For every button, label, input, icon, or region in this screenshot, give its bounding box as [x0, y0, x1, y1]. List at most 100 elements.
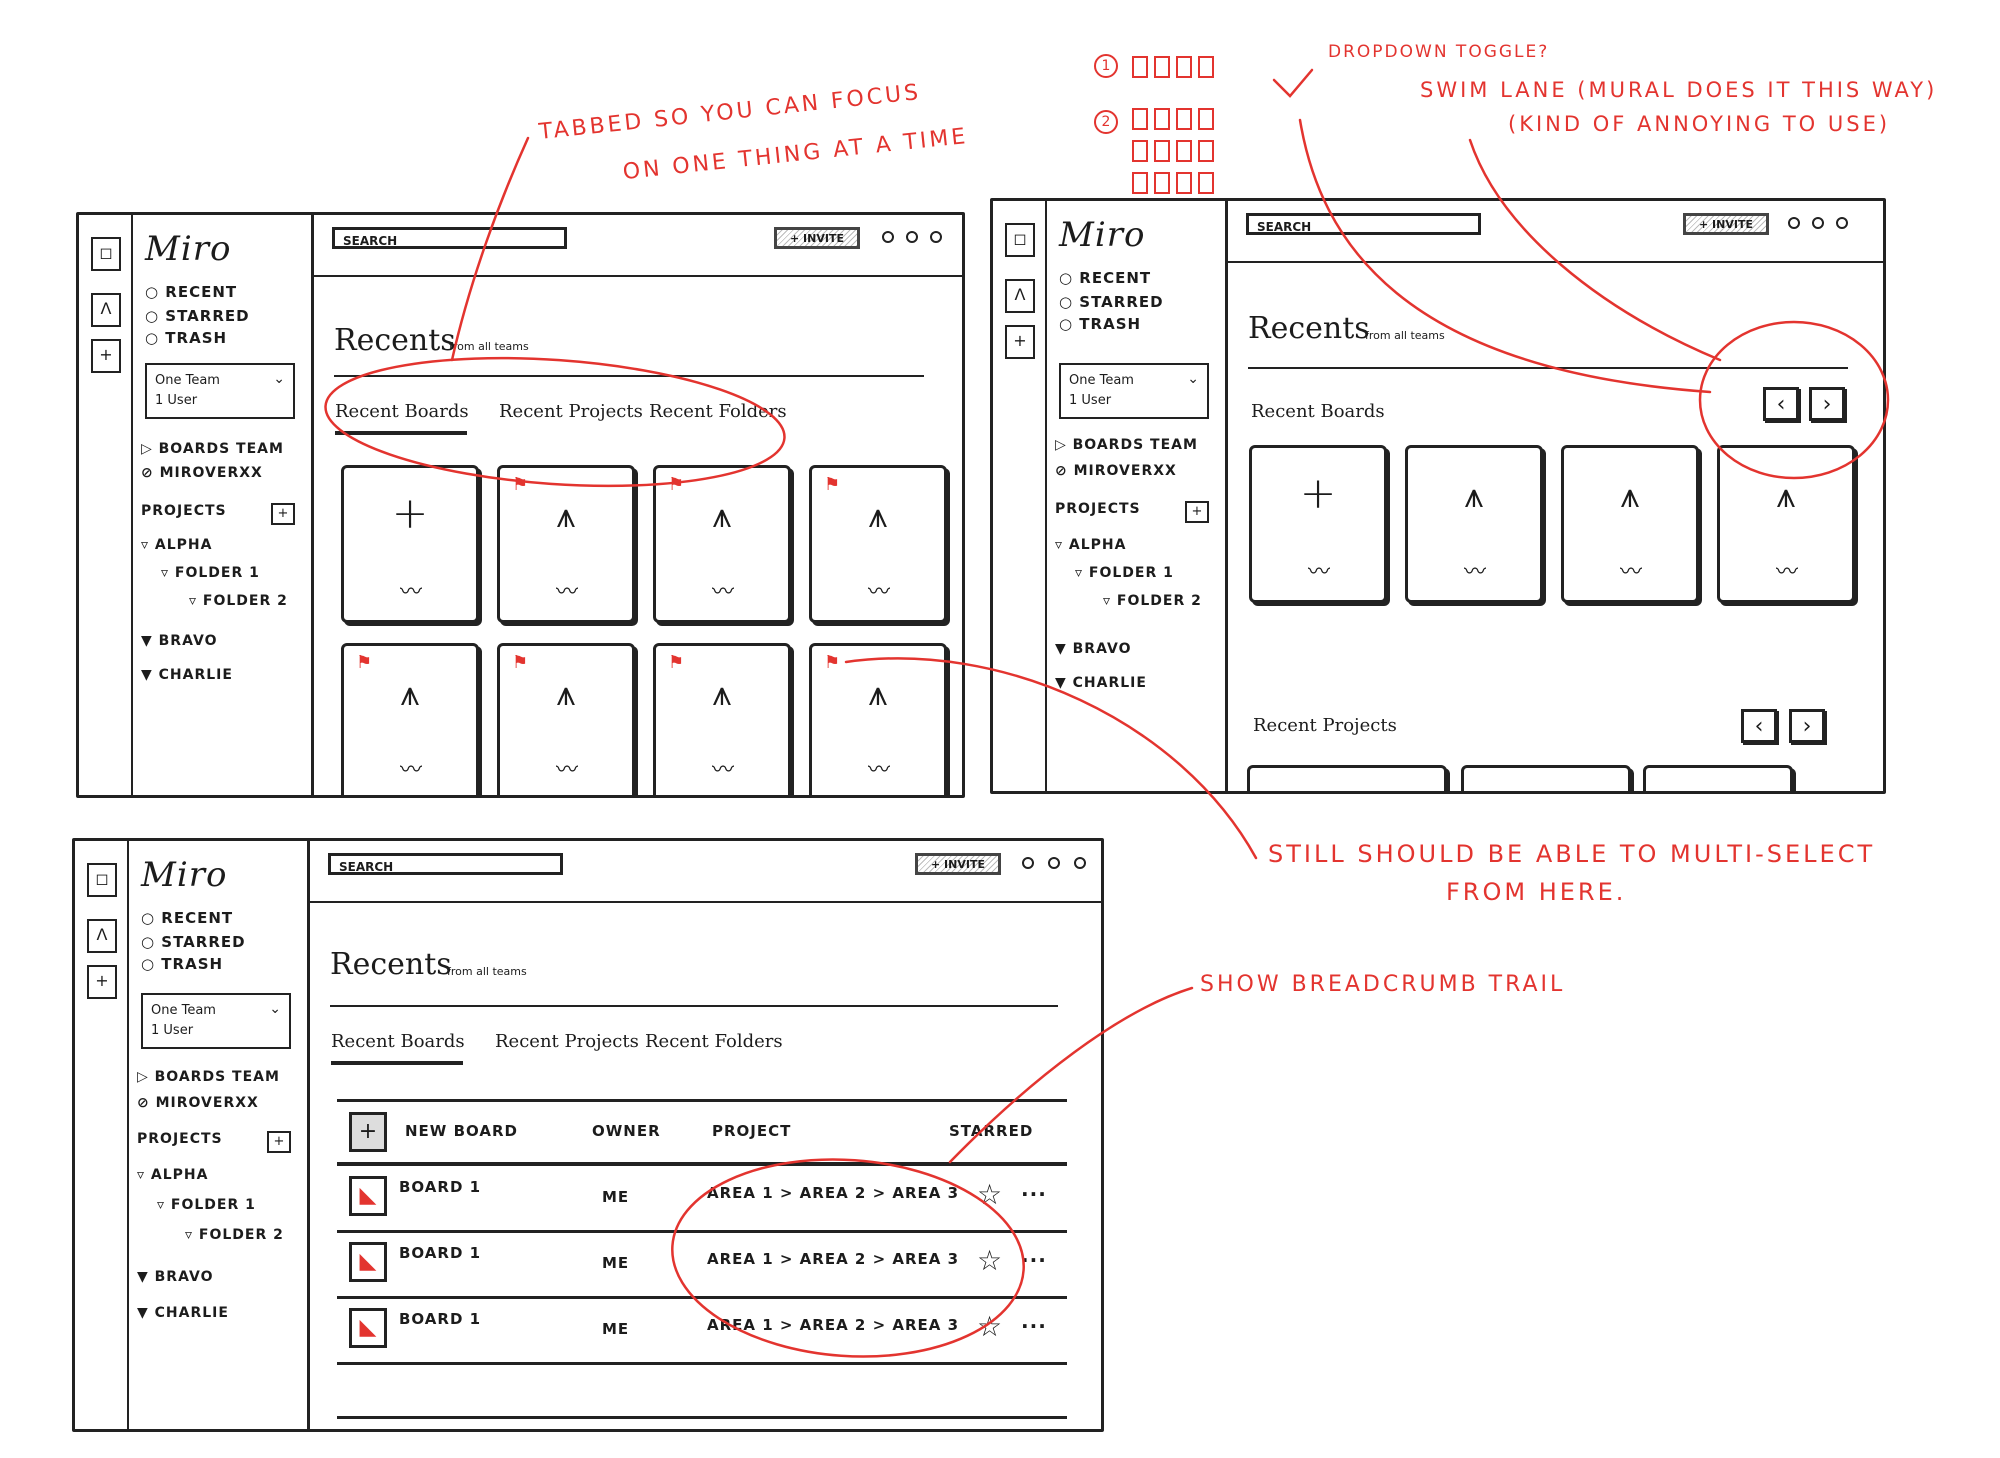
column-owner[interactable]: OWNER — [592, 1122, 661, 1140]
board-card[interactable]: ⚑⩚〰 — [653, 643, 791, 795]
add-icon[interactable]: + — [1005, 325, 1035, 359]
tree-folder-1[interactable]: ▿ FOLDER 1 — [1075, 565, 1174, 581]
tree-charlie[interactable]: ▼ CHARLIE — [137, 1305, 229, 1321]
boards-team-item[interactable]: ▷ BOARDS TEAM — [137, 1069, 280, 1085]
search-input[interactable]: SEARCH — [1246, 213, 1481, 235]
team-selector[interactable]: One Team 1 User ⌄ — [145, 363, 295, 419]
flag-icon[interactable]: ⚑ — [668, 474, 685, 495]
up-icon[interactable]: Λ — [91, 293, 121, 327]
invite-button[interactable]: + INVITE — [774, 227, 860, 249]
tree-alpha[interactable]: ▿ ALPHA — [141, 537, 213, 553]
up-icon[interactable]: Λ — [87, 919, 117, 953]
more-icon[interactable]: ··· — [1021, 1182, 1047, 1206]
project-card[interactable] — [1643, 765, 1793, 791]
nav-starred[interactable]: ○ STARRED — [1059, 293, 1164, 311]
table-row[interactable]: ◣ BOARD 1 ME AREA 1 > AREA 2 > AREA 3 ☆ … — [337, 1230, 1067, 1299]
board-card[interactable]: ⩚〰 — [1405, 445, 1543, 603]
boards-team-item[interactable]: ▷ BOARDS TEAM — [1055, 437, 1198, 453]
nav-trash[interactable]: ○ TRASH — [1059, 315, 1142, 333]
search-input[interactable]: SEARCH — [332, 227, 567, 249]
board-card[interactable]: ⚑⩚〰 — [341, 643, 479, 795]
avatar[interactable] — [1836, 217, 1848, 229]
nav-recent[interactable]: ○ RECENT — [145, 283, 238, 301]
avatar[interactable] — [1788, 217, 1800, 229]
invite-button[interactable]: + INVITE — [1683, 213, 1769, 235]
avatar[interactable] — [906, 231, 918, 243]
breadcrumb[interactable]: AREA 1 > AREA 2 > AREA 3 — [707, 1184, 960, 1202]
add-project-icon[interactable]: + — [267, 1131, 291, 1153]
prev-arrow-button[interactable]: ‹ — [1741, 709, 1777, 743]
miroverxx-item[interactable]: ⊘ MIROVERXX — [141, 465, 263, 481]
flag-icon[interactable]: ⚑ — [824, 474, 841, 495]
nav-starred[interactable]: ○ STARRED — [145, 307, 250, 325]
avatar[interactable] — [1074, 857, 1086, 869]
new-board-card[interactable]: +〰 — [1249, 445, 1387, 603]
tree-charlie[interactable]: ▼ CHARLIE — [1055, 675, 1147, 691]
nav-starred[interactable]: ○ STARRED — [141, 933, 246, 951]
add-project-icon[interactable]: + — [271, 503, 295, 525]
board-card[interactable]: ⚑⩚〰 — [653, 465, 791, 623]
project-card[interactable] — [1247, 765, 1447, 791]
column-starred[interactable]: STARRED — [949, 1122, 1034, 1140]
nav-recent[interactable]: ○ RECENT — [1059, 269, 1152, 287]
avatar[interactable] — [1812, 217, 1824, 229]
board-card[interactable]: ⚑⩚〰 — [497, 465, 635, 623]
miroverxx-item[interactable]: ⊘ MIROVERXX — [1055, 463, 1177, 479]
tab-recent-folders[interactable]: Recent Folders — [645, 1031, 783, 1052]
avatar[interactable] — [1022, 857, 1034, 869]
next-arrow-button[interactable]: › — [1789, 709, 1825, 743]
tab-recent-boards[interactable]: Recent Boards — [331, 1031, 465, 1052]
nav-trash[interactable]: ○ TRASH — [145, 329, 228, 347]
flag-icon[interactable]: ⚑ — [356, 652, 373, 673]
project-card[interactable] — [1461, 765, 1631, 791]
flag-icon[interactable]: ⚑ — [512, 474, 529, 495]
avatar[interactable] — [1048, 857, 1060, 869]
tree-alpha[interactable]: ▿ ALPHA — [1055, 537, 1127, 553]
breadcrumb[interactable]: AREA 1 > AREA 2 > AREA 3 — [707, 1250, 960, 1268]
table-row[interactable]: ◣ BOARD 1 ME AREA 1 > AREA 2 > AREA 3 ☆ … — [337, 1296, 1067, 1365]
board-card[interactable]: ⚑⩚〰 — [809, 643, 947, 795]
board-name[interactable]: BOARD 1 — [399, 1178, 482, 1196]
add-icon[interactable]: + — [87, 965, 117, 999]
new-board-icon[interactable]: + — [349, 1112, 387, 1152]
tree-folder-2[interactable]: ▿ FOLDER 2 — [185, 1227, 284, 1243]
board-card[interactable]: ⩚〰 — [1561, 445, 1699, 603]
board-name[interactable]: BOARD 1 — [399, 1244, 482, 1262]
tree-bravo[interactable]: ▼ BRAVO — [137, 1269, 214, 1285]
tree-bravo[interactable]: ▼ BRAVO — [1055, 641, 1132, 657]
boards-team-item[interactable]: ▷ BOARDS TEAM — [141, 441, 284, 457]
home-icon[interactable]: ◻ — [91, 237, 121, 271]
board-name[interactable]: BOARD 1 — [399, 1310, 482, 1328]
tree-folder-1[interactable]: ▿ FOLDER 1 — [157, 1197, 256, 1213]
board-card[interactable]: ⚑⩚〰 — [497, 643, 635, 795]
column-project[interactable]: PROJECT — [712, 1122, 792, 1140]
search-input[interactable]: SEARCH — [328, 853, 563, 875]
nav-trash[interactable]: ○ TRASH — [141, 955, 224, 973]
tree-alpha[interactable]: ▿ ALPHA — [137, 1167, 209, 1183]
up-icon[interactable]: Λ — [1005, 279, 1035, 313]
more-icon[interactable]: ··· — [1021, 1314, 1047, 1338]
tree-folder-2[interactable]: ▿ FOLDER 2 — [1103, 593, 1202, 609]
miroverxx-item[interactable]: ⊘ MIROVERXX — [137, 1095, 259, 1111]
add-project-icon[interactable]: + — [1185, 501, 1209, 523]
team-selector[interactable]: One Team 1 User ⌄ — [141, 993, 291, 1049]
flag-icon[interactable]: ⚑ — [668, 652, 685, 673]
flag-icon[interactable]: ⚑ — [824, 652, 841, 673]
prev-arrow-button[interactable]: ‹ — [1763, 387, 1799, 421]
next-arrow-button[interactable]: › — [1809, 387, 1845, 421]
tab-recent-boards[interactable]: Recent Boards — [335, 401, 469, 422]
nav-recent[interactable]: ○ RECENT — [141, 909, 234, 927]
tree-folder-1[interactable]: ▿ FOLDER 1 — [161, 565, 260, 581]
new-board-button[interactable]: NEW BOARD — [405, 1122, 518, 1140]
tree-bravo[interactable]: ▼ BRAVO — [141, 633, 218, 649]
tab-recent-projects[interactable]: Recent Projects — [499, 401, 643, 422]
table-row[interactable]: ◣ BOARD 1 ME AREA 1 > AREA 2 > AREA 3 ☆ … — [337, 1164, 1067, 1233]
add-icon[interactable]: + — [91, 339, 121, 373]
team-selector[interactable]: One Team 1 User ⌄ — [1059, 363, 1209, 419]
tab-recent-folders[interactable]: Recent Folders — [649, 401, 787, 422]
flag-icon[interactable]: ⚑ — [512, 652, 529, 673]
breadcrumb[interactable]: AREA 1 > AREA 2 > AREA 3 — [707, 1316, 960, 1334]
home-icon[interactable]: ◻ — [1005, 223, 1035, 257]
avatar[interactable] — [930, 231, 942, 243]
invite-button[interactable]: + INVITE — [915, 853, 1001, 875]
